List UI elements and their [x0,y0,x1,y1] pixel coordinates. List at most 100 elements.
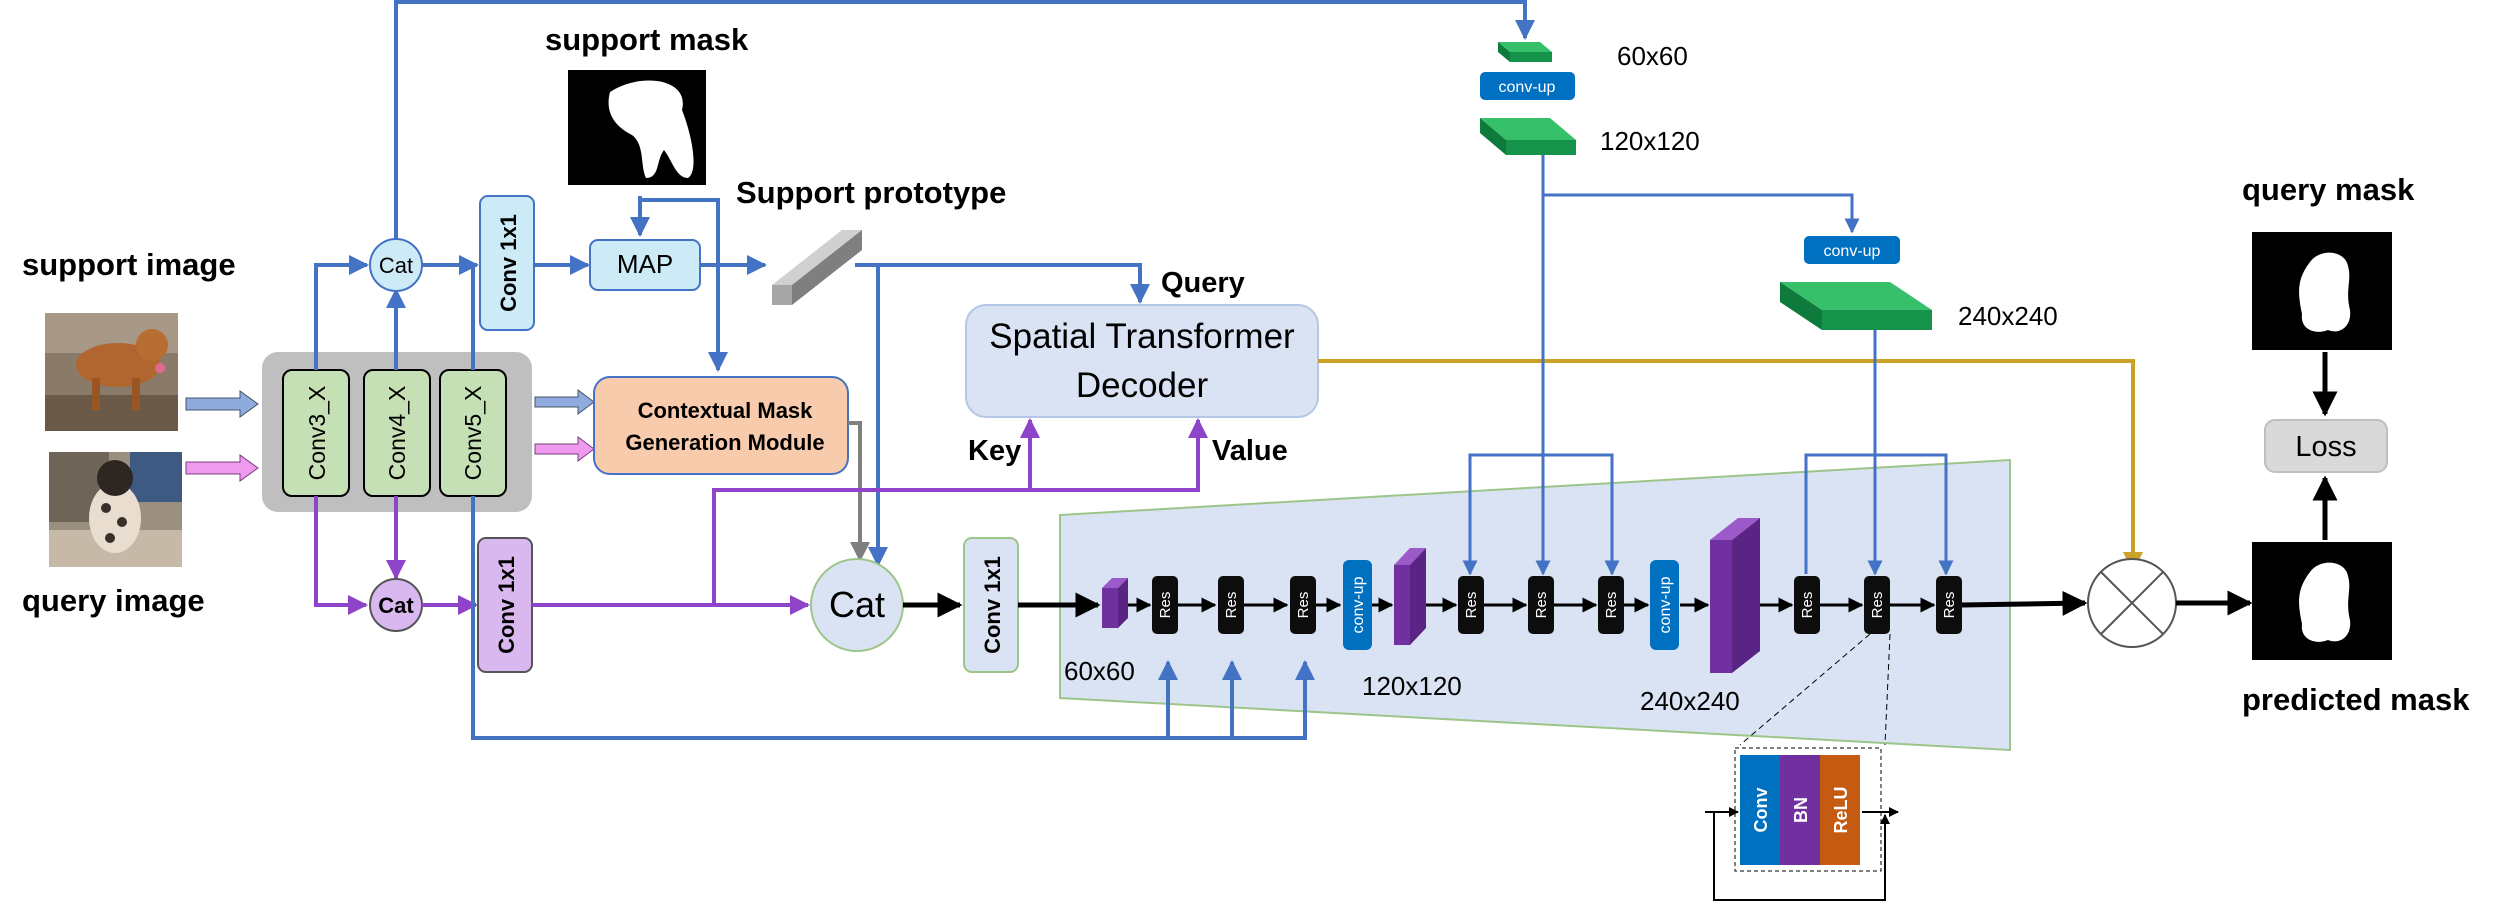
res-detail-skip-line [1713,812,1890,901]
decoder-to-multiply-line [1961,590,2088,616]
green120-to-convup2-line [1543,193,1860,234]
query-cat-node: Cat [369,578,423,632]
support-conv1x1-block: Conv 1x1 [479,195,535,331]
conv5-block: Conv5_X [439,369,507,497]
conv-up-2-label: conv-up [1657,576,1674,633]
cmgm-label-1: Contextual Mask [638,398,814,423]
size-120-label: 120x120 [1362,671,1462,701]
feature-map-240 [1710,518,1760,673]
res-block-1: Res [1152,576,1178,634]
cmgm-to-cat-line [848,421,870,562]
conv3-to-cat-line [314,255,369,370]
decoder-conv1x1-label: Conv 1x1 [980,556,1005,654]
res-6-label: Res [1603,592,1620,619]
res-detail-relu: ReLU [1820,755,1860,865]
support-prototype-label: Support prototype [736,175,1006,210]
support-cat-node: Cat [369,238,423,292]
backbone-to-cmgm-arrow-1 [534,389,595,415]
res-block-6: Res [1598,576,1624,634]
map-label: MAP [617,249,673,279]
res-block-7: Res [1794,576,1820,634]
support-mask-label: support mask [545,22,749,57]
res-detail-relu-label: ReLU [1831,786,1851,833]
top-conv-up-1-label: conv-up [1499,79,1556,96]
conv-up-1-label: conv-up [1350,576,1367,633]
mask-to-map-line [640,198,728,372]
res-5-label: Res [1533,592,1550,619]
green120-to-res-stage-line [1468,453,1620,576]
feature-map-120 [1394,548,1426,645]
conv3-label: Conv3_X [304,386,330,481]
green-feature-120 [1480,118,1576,155]
value-port-label: Value [1212,435,1288,467]
query-mask-label: query mask [2242,172,2415,207]
fusion-cat-node: Cat [810,558,904,652]
conv-up-block-1: conv-up [1343,560,1372,650]
support-image [45,313,178,431]
res-1-label: Res [1157,592,1174,619]
skip-to-60-line [394,0,1535,248]
conv5-label: Conv5_X [460,386,486,481]
query-input-arrow [185,454,259,482]
query-cat-label: Cat [378,593,414,618]
support-input-arrow [185,390,259,418]
res-block-4: Res [1458,576,1484,634]
std-label-1: Spatial Transformer [989,317,1295,356]
query-image-label: query image [22,583,205,618]
res-detail-guide-2 [1884,633,1891,746]
decoder-conv1x1-block: Conv 1x1 [963,537,1019,673]
fusion-cat-label: Cat [829,584,885,625]
res-detail-guide-1 [1739,633,1871,746]
top-conv-up-2-label: conv-up [1824,243,1881,260]
res-detail-bn: BN [1780,755,1820,865]
cmgm-block: Contextual Mask Generation Module [593,376,849,475]
conv-up-block-2: conv-up [1650,560,1679,650]
green-feature-240 [1780,282,1932,330]
feature-map-60 [1102,578,1128,628]
conv3-to-querycat-line [314,496,368,615]
map-block: MAP [589,239,701,291]
green-120-size-label: 120x120 [1600,126,1700,156]
size-240-label: 240x240 [1640,686,1740,716]
res-block-8: Res [1864,576,1890,634]
green240-to-res-stage-line [1804,453,1954,576]
res-3-label: Res [1295,592,1312,619]
res-2-label: Res [1223,592,1240,619]
support-cat-label: Cat [379,253,413,278]
top-conv-up-2: conv-up [1804,236,1900,264]
green-240-size-label: 240x240 [1958,301,2058,331]
res-block-9: Res [1936,576,1962,634]
support-prototype-shape [772,230,862,305]
size-60-label: 60x60 [1064,656,1135,686]
query-conv1x1-block: Conv 1x1 [477,537,533,673]
res-9-label: Res [1941,592,1958,619]
predicted-mask-label: predicted mask [2242,682,2470,717]
res-block-3: Res [1290,576,1316,634]
cmgm-label-2: Generation Module [625,430,824,455]
conv3-block: Conv3_X [282,369,350,497]
res-8-label: Res [1869,592,1886,619]
res-4-label: Res [1463,592,1480,619]
res-block-5: Res [1528,576,1554,634]
support-mask-image [568,70,706,185]
backbone-to-cmgm-arrow-2 [534,436,595,462]
multiply-node [2087,558,2177,648]
top-conv-up-1: conv-up [1480,72,1575,100]
green-60-size-label: 60x60 [1617,41,1688,71]
res-block-2: Res [1218,576,1244,634]
loss-label: Loss [2295,431,2356,463]
std-label-2: Decoder [1076,366,1209,405]
query-to-key-value-line [712,418,1208,605]
query-image [49,452,182,567]
predicted-mask-image [2252,542,2392,660]
spatial-transformer-decoder: Spatial Transformer Decoder [965,304,1319,418]
key-port-label: Key [968,435,1021,467]
query-mask-image [2252,232,2392,350]
prototype-to-query-line [855,263,1150,304]
loss-block: Loss [2264,419,2388,473]
query-conv1x1-label: Conv 1x1 [494,556,519,654]
conv4-block: Conv4_X [363,369,431,497]
support-conv1x1-label: Conv 1x1 [496,214,521,312]
conv4-label: Conv4_X [384,386,410,481]
